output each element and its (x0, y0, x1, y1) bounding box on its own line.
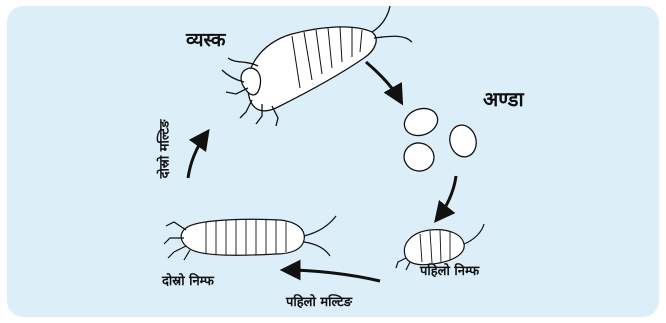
egg-stage-label: अण्डा (483, 85, 524, 112)
adult-stage-label: व्यस्क (186, 26, 226, 52)
arrow-icon (188, 134, 206, 178)
arrow-icon (286, 270, 380, 281)
eggs-illustration (401, 104, 480, 173)
first-nymph-label: पहिलो निम्फ (420, 261, 479, 279)
first-molting-label: पहिलो मल्टिङ (286, 292, 352, 310)
second-nymph-illustration (164, 216, 336, 260)
adult-insect-illustration (222, 6, 412, 126)
second-nymph-label: दोस्रो निम्फ (162, 271, 214, 289)
second-molting-label: दोस्रो मल्टिङ (154, 120, 172, 179)
arrow-icon (366, 62, 400, 100)
arrow-icon (438, 176, 456, 218)
